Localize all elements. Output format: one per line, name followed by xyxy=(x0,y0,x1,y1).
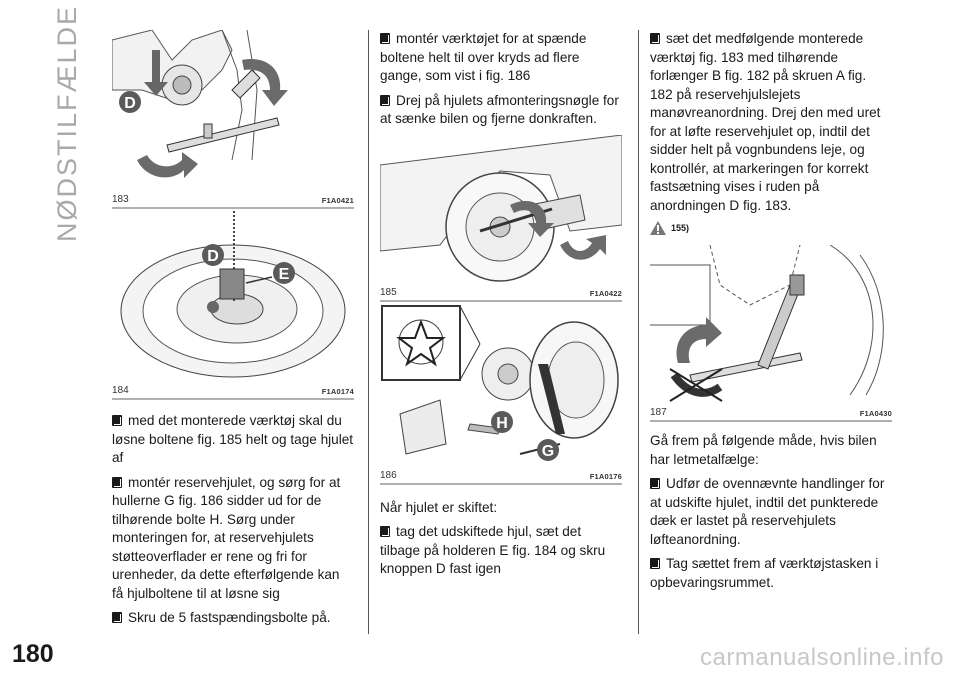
subheading: Når hjulet er skiftet: xyxy=(380,499,498,515)
checkbox-bullet-icon xyxy=(112,612,122,623)
figure-number: 186 xyxy=(380,469,397,481)
checkbox-bullet-icon xyxy=(650,558,660,569)
callout-d: D xyxy=(124,95,136,112)
intro-text: Gå frem på følgende måde, hvis bilen har… xyxy=(650,433,877,467)
figure-number: 183 xyxy=(112,194,129,205)
figure-184: D E 184 F1A0174 xyxy=(112,211,354,400)
callout-d: D xyxy=(207,248,219,265)
checkbox-bullet-icon xyxy=(112,476,122,488)
instruction-step: Drej på hjulets afmonteringsnøgle for at… xyxy=(380,92,619,126)
figure-185: 185 F1A0422 xyxy=(380,134,622,302)
column-divider xyxy=(368,30,369,634)
column-1-text: med det monterede værktøj skal du løsne … xyxy=(112,412,354,628)
checkbox-bullet-icon xyxy=(112,415,122,426)
figure-caption: 187 F1A0430 xyxy=(650,407,892,422)
column-1: D 183 F1A0421 D E 184 F1A0174 med det mo… xyxy=(112,30,354,634)
section-title: NØDSTILFÆLDE xyxy=(52,4,83,242)
checkbox-bullet-icon xyxy=(380,526,390,537)
column-divider xyxy=(638,30,639,634)
instruction-step: med det monterede værktøj skal du løsne … xyxy=(112,413,354,465)
figure-caption: 186 F1A0176 xyxy=(380,470,622,485)
page-number: 180 xyxy=(12,640,54,668)
instruction-step: Udfør de ovennævnte handlinger for at ud… xyxy=(650,476,885,547)
figure-186: H G 186 F1A0176 xyxy=(380,303,622,485)
callout-h: H xyxy=(496,415,508,432)
instruction-step: tag det udskiftede hjul, sæt det tilbage… xyxy=(380,524,606,576)
figure-187-illustration xyxy=(650,245,884,402)
figure-code: F1A0174 xyxy=(321,387,354,396)
instruction-step: sæt det medfølgende monterede værktøj fi… xyxy=(650,31,881,213)
figure-number: 187 xyxy=(650,407,667,418)
figure-number: 184 xyxy=(112,385,129,396)
figure-code: F1A0430 xyxy=(859,409,892,418)
callout-e: E xyxy=(279,266,290,283)
checkbox-bullet-icon xyxy=(380,94,390,106)
tightening-pattern-inset xyxy=(381,304,461,381)
column-3: sæt det medfølgende monterede værktøj fi… xyxy=(650,30,892,598)
checkbox-bullet-icon xyxy=(380,33,390,44)
checkbox-bullet-icon xyxy=(650,33,660,44)
figure-183-illustration: D xyxy=(112,30,288,178)
figure-caption: 185 F1A0422 xyxy=(380,287,622,302)
checkbox-bullet-icon xyxy=(650,478,660,489)
figure-code: F1A0421 xyxy=(321,196,354,205)
warning-triangle-icon xyxy=(650,221,666,235)
figure-185-illustration xyxy=(380,134,622,282)
warning-reference: 155) xyxy=(650,221,892,235)
instruction-step: Tag sættet frem af værktøjstasken i opbe… xyxy=(650,556,879,590)
watermark: carmanualsonline.info xyxy=(700,644,944,671)
instruction-step: montér reservehjulet, og sørg for at hul… xyxy=(112,474,341,601)
section-tab: NØDSTILFÆLDE xyxy=(52,4,84,241)
figure-187: 187 F1A0430 xyxy=(650,245,892,422)
figure-184-illustration: D E xyxy=(120,211,346,378)
callout-g: G xyxy=(542,443,554,460)
column-2: montér værktøjet for at spænde boltene h… xyxy=(380,30,622,585)
figure-caption: 183 F1A0421 xyxy=(112,194,354,209)
instruction-step: montér værktøjet for at spænde boltene h… xyxy=(380,31,587,83)
figure-186-illustration: H G xyxy=(381,304,619,461)
figure-code: F1A0422 xyxy=(589,288,622,298)
figure-caption: 184 F1A0174 xyxy=(112,385,354,400)
instruction-step: Skru de 5 fastspændingsbolte på. xyxy=(112,609,354,628)
figure-code: F1A0176 xyxy=(589,471,622,481)
figure-183: D 183 F1A0421 xyxy=(112,30,354,209)
figure-number: 185 xyxy=(380,286,397,298)
